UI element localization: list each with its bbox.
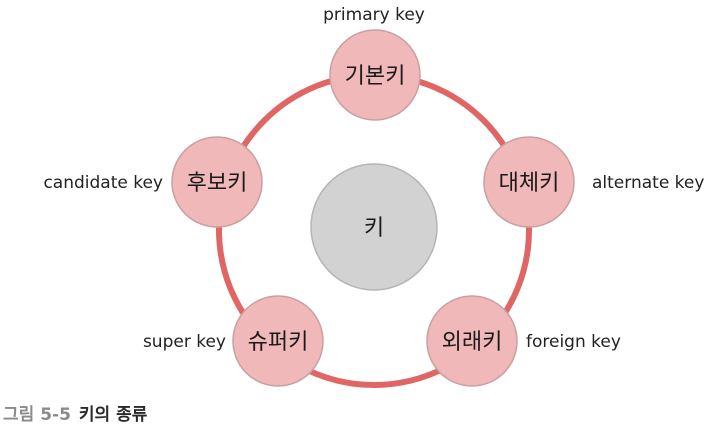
node-circle-foreign <box>426 295 518 387</box>
node-label-alternate: 대체키 <box>499 171 560 196</box>
node-circle-primary <box>329 29 421 121</box>
figure-number: 그림 5-5 <box>3 405 71 425</box>
node-super-key: 슈퍼키 super key <box>143 295 324 387</box>
figure-title: 키의 종류 <box>78 405 148 425</box>
node-primary-key: 기본키 primary key <box>323 5 425 121</box>
figure-caption: 그림 5-5 키의 종류 <box>3 400 147 425</box>
english-label-alternate: alternate key <box>592 173 704 193</box>
node-circle-alternate <box>483 136 575 228</box>
center-circle <box>310 163 438 291</box>
node-candidate-key: 후보키 candidate key <box>43 136 263 228</box>
node-label-candidate: 후보키 <box>187 171 248 196</box>
english-label-primary: primary key <box>323 5 425 25</box>
node-alternate-key: 대체키 alternate key <box>483 136 704 228</box>
node-circle-candidate <box>171 136 263 228</box>
node-label-super: 슈퍼키 <box>248 330 309 355</box>
node-label-primary: 기본키 <box>345 64 406 89</box>
node-circle-super <box>232 295 324 387</box>
english-label-candidate: candidate key <box>43 173 163 193</box>
english-label-super: super key <box>143 332 226 352</box>
center-label: 키 <box>364 216 384 241</box>
english-label-foreign: foreign key <box>526 332 621 352</box>
center-node: 키 <box>310 163 438 291</box>
node-label-foreign: 외래키 <box>442 330 503 355</box>
node-foreign-key: 외래키 foreign key <box>426 295 621 387</box>
